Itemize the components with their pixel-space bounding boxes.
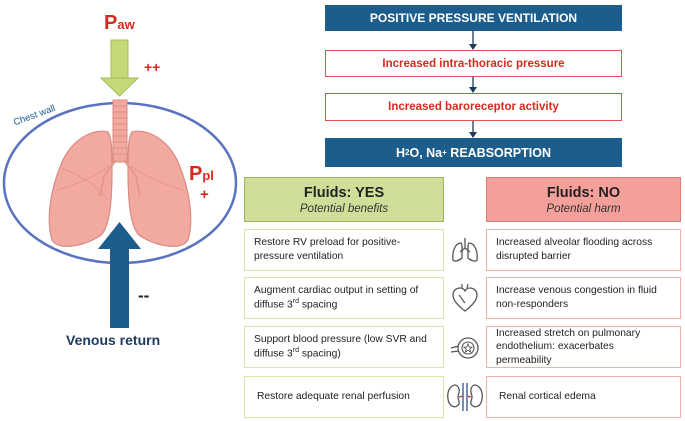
harm-row: Increase venous congestion in fluid non-…	[486, 277, 681, 319]
venous-return-sign: --	[138, 286, 150, 305]
benefit-row: Support blood pressure (low SVR and diff…	[244, 326, 444, 368]
lungs-drawing	[48, 99, 192, 247]
kidneys-icon	[447, 383, 483, 411]
venous-return-arrow	[98, 222, 141, 328]
thorax-illustration	[2, 39, 238, 328]
flow-step-ppv: POSITIVE PRESSURE VENTILATION	[325, 5, 622, 31]
lungs-icon	[452, 238, 478, 262]
fluids-no-subtitle: Potential harm	[546, 202, 621, 215]
airway-pressure-arrow	[99, 39, 140, 97]
fluids-yes-subtitle: Potential benefits	[299, 202, 389, 215]
flow-step-intrathoracic: Increased intra-thoracic pressure	[325, 50, 622, 77]
flow-step-baroreceptor: Increased baroreceptor activity	[325, 93, 622, 121]
vessel-icon	[450, 337, 479, 359]
fluids-no-title: Fluids: NO	[546, 184, 621, 201]
fluids-yes-header: Fluids: YES Potential benefits	[244, 177, 444, 222]
pleural-pressure-sign: +	[200, 186, 209, 203]
benefit-row: Restore adequate renal perfusion	[244, 376, 444, 418]
harm-row: Increased alveolar flooding across disru…	[486, 229, 681, 271]
airway-pressure-label: Paw	[104, 12, 135, 34]
fluids-no-header: Fluids: NO Potential harm	[486, 177, 681, 222]
venous-return-label: Venous return	[66, 332, 161, 348]
pleural-pressure-label: Ppl	[189, 163, 214, 185]
airway-pressure-sign: ++	[144, 59, 161, 75]
harm-row: Renal cortical edema	[486, 376, 681, 418]
flow-arrows	[469, 31, 477, 138]
fluids-yes-title: Fluids: YES	[303, 184, 385, 201]
heart-icon	[452, 283, 478, 312]
harm-row: Increased stretch on pulmonary endotheli…	[486, 326, 681, 368]
benefit-row: Restore RV preload for positive-pressure…	[244, 229, 444, 271]
benefit-row: Augment cardiac output in setting of dif…	[244, 277, 444, 319]
